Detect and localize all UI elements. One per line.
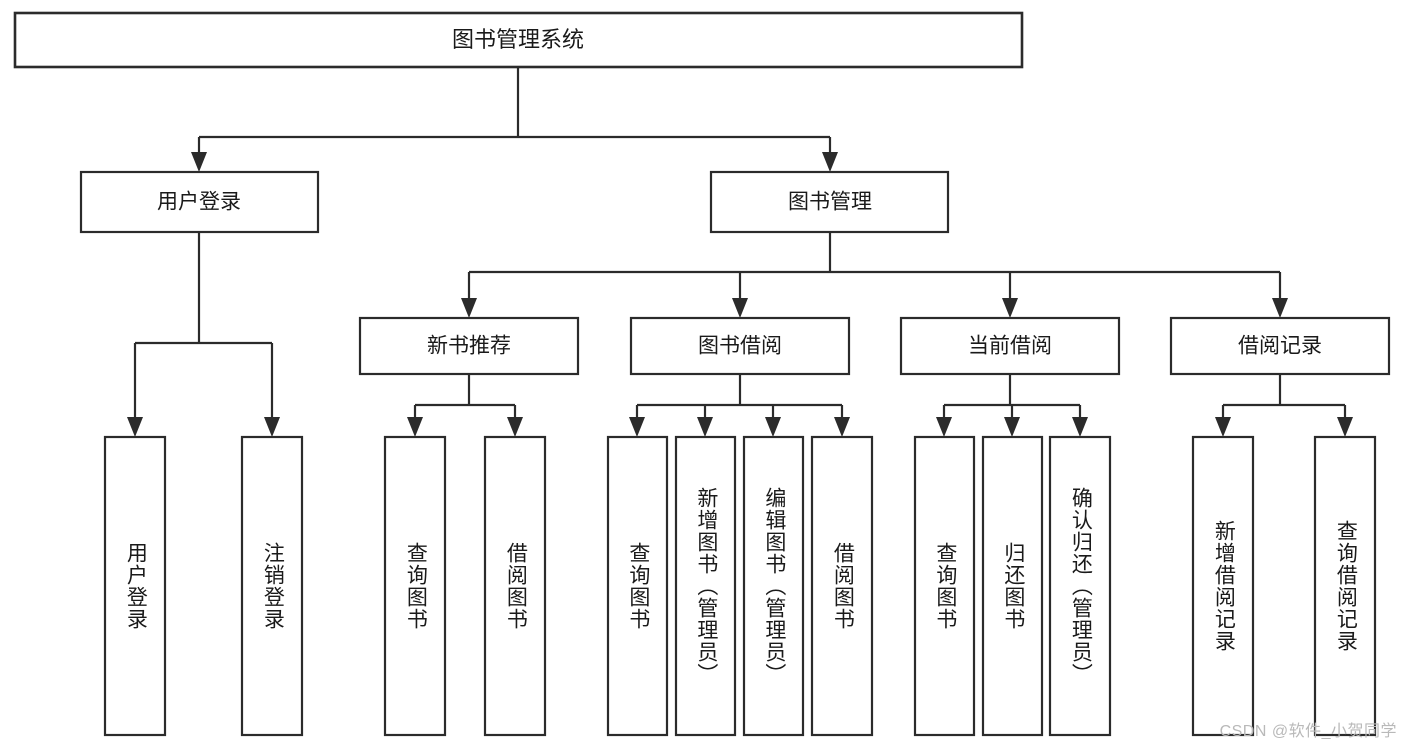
node-book-manage[interactable]: 图书管理 [709,170,950,234]
arrow-head-book-borrow [732,298,748,318]
arrow-head-leaf-user-login [127,417,143,437]
connector-layer [127,67,1353,437]
node-leaf-user-login-box[interactable] [103,435,167,737]
arrow-head-leaf-confirm-return [1072,417,1088,437]
node-book-borrow[interactable]: 图书借阅 [629,316,851,376]
node-current-borrow[interactable]: 当前借阅 [899,316,1121,376]
csdn-watermark: CSDN @软件_小贺同学 [1219,723,1397,740]
node-book-borrow-box[interactable] [629,316,851,376]
node-leaf-query-record-box[interactable] [1313,435,1377,737]
node-leaf-query-book-cur-box[interactable] [913,435,976,737]
arrow-head-leaf-query-book-rec [407,417,423,437]
node-borrow-record-box[interactable] [1169,316,1391,376]
node-leaf-query-book-bw-box[interactable] [606,435,669,737]
node-new-book-rec[interactable]: 新书推荐 [358,316,580,376]
node-leaf-query-book-rec-box[interactable] [383,435,447,737]
node-root[interactable]: 图书管理系统 [13,11,1024,69]
arrow-head-leaf-query-book-cur [936,417,952,437]
node-leaf-edit-book-box[interactable] [742,435,805,737]
node-root-box[interactable] [13,11,1024,69]
arrow-head-book-manage [822,152,838,172]
node-new-book-rec-box[interactable] [358,316,580,376]
node-user-login-label: 用户登录 [157,191,241,214]
arrow-head-leaf-edit-book [765,417,781,437]
node-borrow-record-label: 借阅记录 [1238,335,1322,358]
node-leaf-return-book-box[interactable] [981,435,1044,737]
node-book-manage-box[interactable] [709,170,950,234]
node-leaf-confirm-return-box[interactable] [1048,435,1112,737]
node-user-login-box[interactable] [79,170,320,234]
node-book-manage-label: 图书管理 [788,191,872,214]
node-layer: 图书管理系统 用户登录 图书管理 新书推荐 图书借阅 当前 [13,11,1391,737]
node-current-borrow-box[interactable] [899,316,1121,376]
node-borrow-record[interactable]: 借阅记录 [1169,316,1391,376]
arrow-head-leaf-return-book [1004,417,1020,437]
node-new-book-rec-label: 新书推荐 [427,335,511,358]
arrow-head-current-borrow [1002,298,1018,318]
node-book-borrow-label: 图书借阅 [698,335,782,358]
node-current-borrow-label: 当前借阅 [968,335,1052,358]
node-root-label: 图书管理系统 [452,27,584,52]
arrow-head-leaf-add-book [697,417,713,437]
node-leaf-borrow-book-bw-box[interactable] [810,435,874,737]
arrow-head-leaf-logout [264,417,280,437]
arrow-head-borrow-record [1272,298,1288,318]
arrow-head-leaf-query-book-bw [629,417,645,437]
node-user-login[interactable]: 用户登录 [79,170,320,234]
node-leaf-add-record-box[interactable] [1191,435,1255,737]
node-leaf-logout-box[interactable] [240,435,304,737]
arrow-head-leaf-borrow-book-rec [507,417,523,437]
arrow-head-leaf-add-record [1215,417,1231,437]
arrow-head-leaf-borrow-book-bw [834,417,850,437]
arrow-head-leaf-query-record [1337,417,1353,437]
node-leaf-borrow-book-rec-box[interactable] [483,435,547,737]
arrow-head-new-book-rec [461,298,477,318]
node-leaf-add-book-box[interactable] [674,435,737,737]
arrow-head-user-login [191,152,207,172]
